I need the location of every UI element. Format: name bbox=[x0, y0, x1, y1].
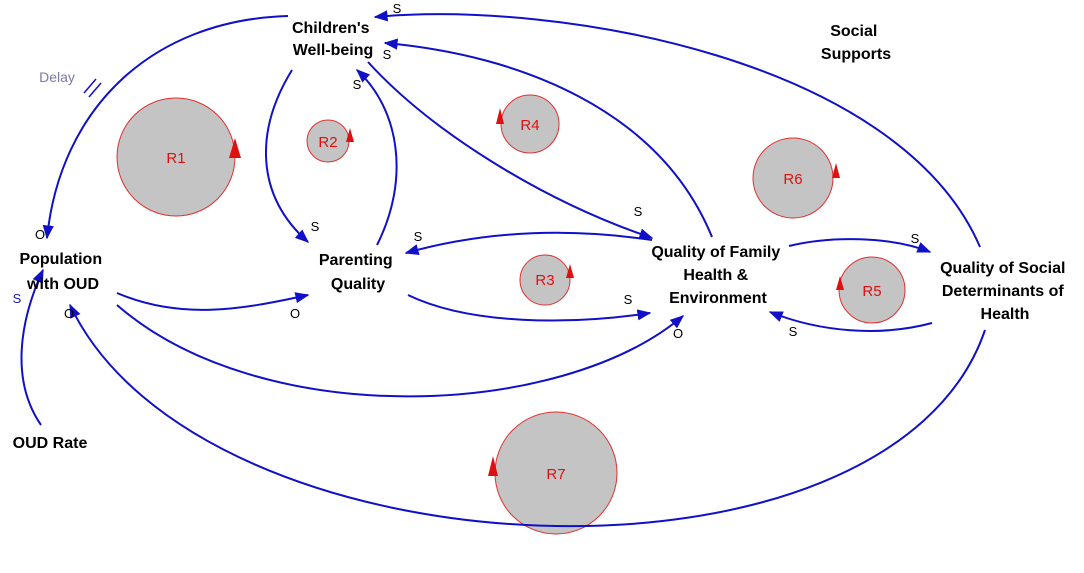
loop-r1-direction-icon bbox=[229, 138, 241, 158]
link-population-to-parenting bbox=[116, 292, 310, 311]
loop-r5: R5 bbox=[836, 256, 906, 324]
link-family-to-parenting bbox=[404, 231, 653, 255]
node-parenting-quality: Parenting Quality bbox=[319, 252, 397, 293]
polarity-population-from-socdet: O bbox=[64, 306, 74, 321]
delay-marker bbox=[83, 78, 102, 98]
link-children-to-parenting bbox=[264, 69, 310, 243]
loop-r7-direction-icon bbox=[488, 456, 498, 476]
polarity-children-from-parenting: S bbox=[353, 77, 362, 92]
polarity-top-s: S bbox=[393, 1, 402, 16]
polarity-family-from-parenting: S bbox=[624, 292, 633, 307]
node-social-determinants: Quality of Social Determinants of Health bbox=[940, 260, 1070, 323]
polarity-family-from-children: S bbox=[634, 204, 643, 219]
polarity-children-from-family: S bbox=[383, 47, 392, 62]
loop-r6-label: R6 bbox=[783, 171, 802, 188]
polarity-parenting-from-family: S bbox=[414, 229, 423, 244]
loop-r3: R3 bbox=[519, 254, 574, 306]
polarity-population-from-children: O bbox=[35, 227, 45, 242]
delay-label: Delay bbox=[39, 69, 75, 85]
loop-r1: R1 bbox=[116, 97, 241, 217]
loop-r7-label: R7 bbox=[546, 466, 565, 483]
loop-r1-label: R1 bbox=[166, 150, 185, 167]
loop-r2-label: R2 bbox=[318, 134, 337, 151]
loop-r2: R2 bbox=[306, 119, 354, 163]
link-family-to-socdet bbox=[788, 238, 932, 253]
node-childrens-wellbeing: Children's Well-being bbox=[292, 20, 374, 59]
link-parenting-to-children bbox=[355, 69, 398, 246]
link-socdet-to-family bbox=[768, 311, 933, 332]
link-population-to-family bbox=[116, 304, 685, 398]
loop-r5-direction-icon bbox=[836, 276, 844, 290]
link-socdet-to-population bbox=[69, 303, 986, 528]
link-socdet-to-children bbox=[373, 10, 981, 248]
loop-r4-direction-icon bbox=[496, 108, 504, 124]
node-social-supports: Social Supports bbox=[821, 23, 891, 63]
loop-r2-direction-icon bbox=[346, 128, 354, 142]
loop-r5-label: R5 bbox=[862, 283, 881, 300]
link-children-to-population bbox=[42, 15, 289, 240]
loop-r6-direction-icon bbox=[832, 163, 840, 178]
loop-r3-label: R3 bbox=[535, 272, 554, 289]
polarity-population-from-rate: S bbox=[13, 291, 22, 306]
loop-r4: R4 bbox=[496, 94, 560, 154]
link-oudrate-to-population bbox=[20, 268, 44, 426]
polarity-family-from-socdet: S bbox=[789, 324, 798, 339]
polarity-parenting-from-children: S bbox=[311, 219, 320, 234]
polarity-family-from-population: O bbox=[673, 326, 683, 341]
node-population-with-oud: Population with OUD bbox=[19, 251, 106, 293]
node-oud-rate: OUD Rate bbox=[13, 435, 88, 452]
link-family-to-children bbox=[383, 38, 713, 238]
loop-r3-direction-icon bbox=[566, 264, 574, 278]
loop-r4-label: R4 bbox=[520, 117, 539, 134]
link-parenting-to-family bbox=[407, 294, 652, 322]
link-children-to-family bbox=[367, 61, 654, 240]
loop-r7: R7 bbox=[488, 411, 618, 535]
polarity-socdet-from-family: S bbox=[911, 231, 920, 246]
loop-r6: R6 bbox=[752, 137, 840, 219]
node-family-health-environment: Quality of Family Health & Environment bbox=[651, 244, 784, 307]
polarity-parenting-from-population: O bbox=[290, 306, 300, 321]
